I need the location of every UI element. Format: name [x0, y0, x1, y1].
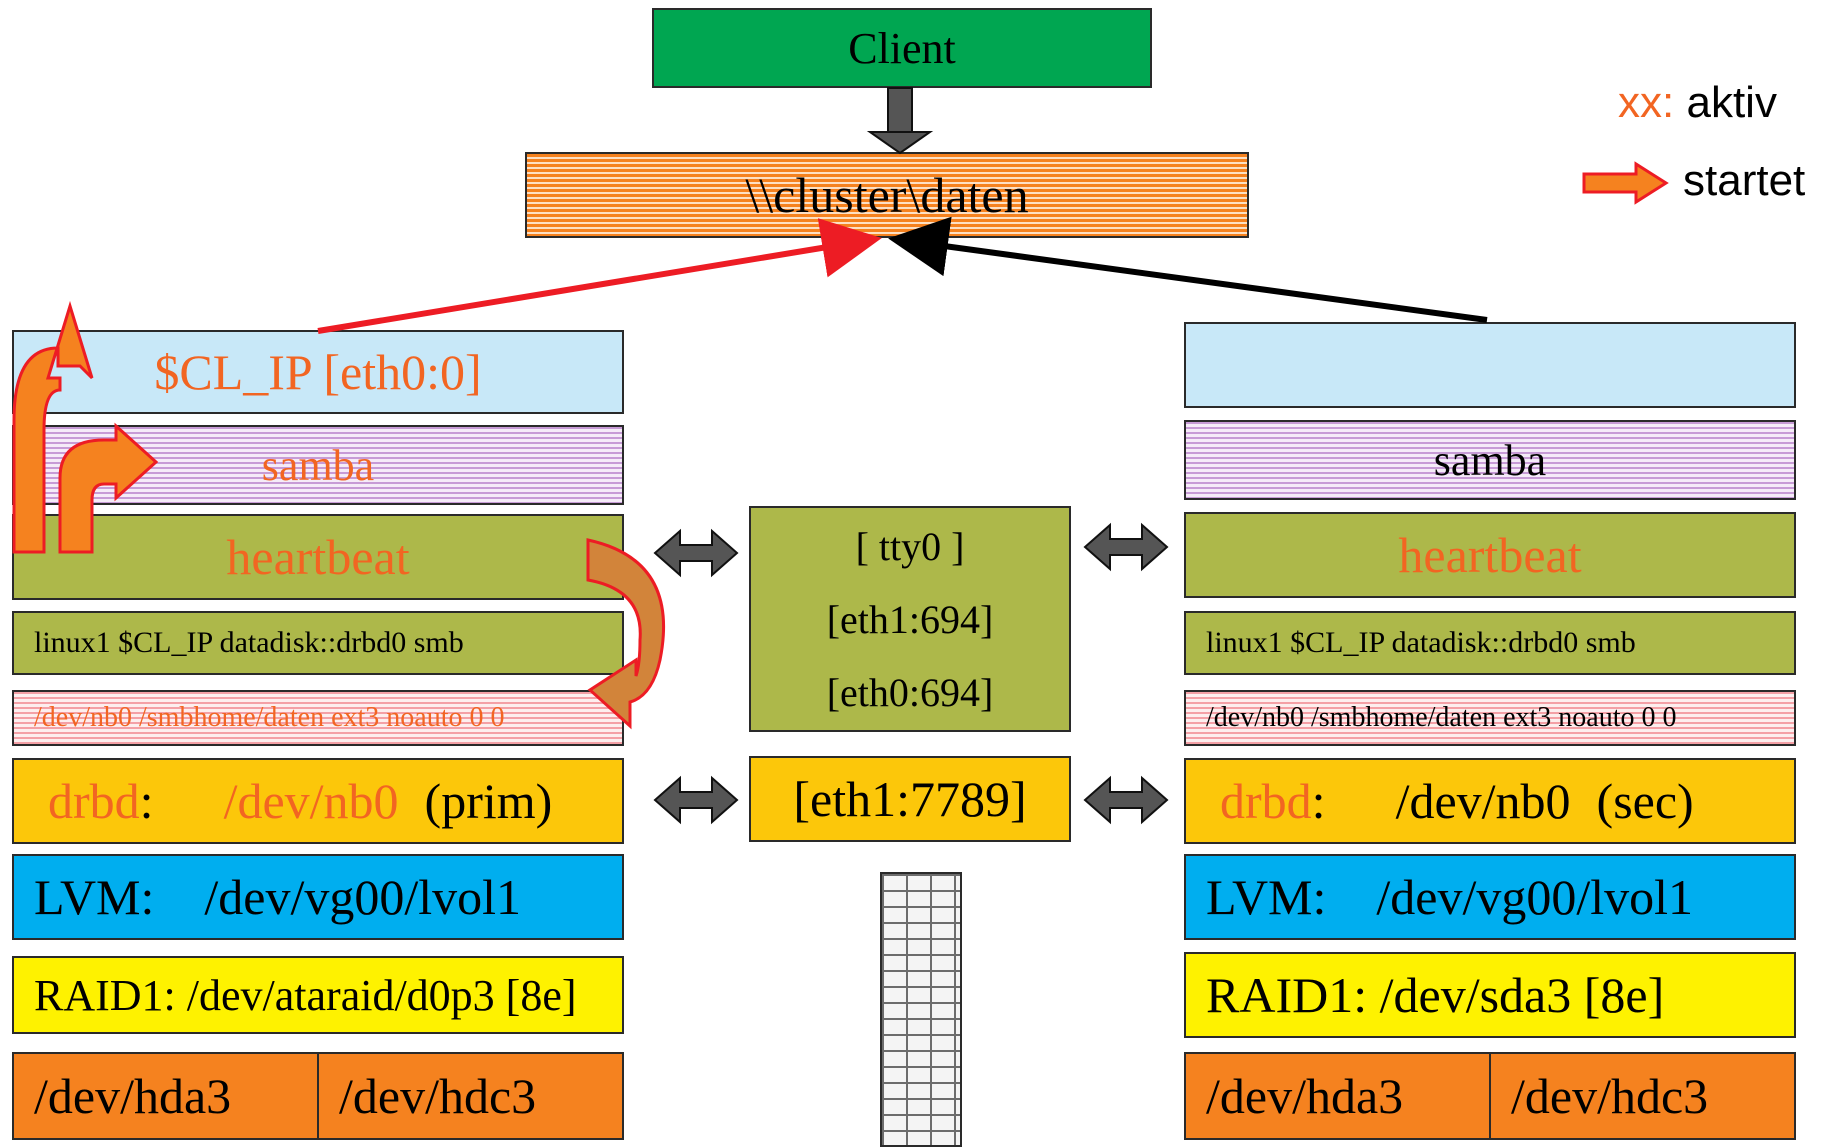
left-drbd-double-arrow-icon	[653, 775, 739, 825]
left-ip-label: $CL_IP [eth0:0]	[154, 344, 482, 400]
left-ip-box: $CL_IP [eth0:0]	[12, 330, 624, 414]
right-ip-to-share-arrow-icon	[888, 216, 1488, 323]
legend-active-marker: xx:	[1618, 78, 1675, 127]
right-heartbeat-double-arrow-icon	[1083, 522, 1169, 572]
right-drbd-role: (sec)	[1596, 773, 1694, 829]
right-haresources-box: linux1 $CL_IP datadisk::drbd0 smb	[1184, 611, 1796, 675]
drbd-link-label: [eth1:7789]	[793, 771, 1027, 827]
right-fstab-box: /dev/nb0 /smbhome/daten ext3 noauto 0 0	[1184, 690, 1796, 746]
heartbeat-starts-samba-arrow-icon	[58, 422, 159, 554]
left-drbd-colon: :	[139, 773, 154, 829]
left-lvm-label: LVM: /dev/vg00/lvol1	[34, 869, 522, 925]
share-label: \\cluster\daten	[745, 167, 1029, 223]
left-fstab-label: /dev/nb0 /smbhome/daten ext3 noauto 0 0	[34, 702, 505, 733]
right-drbd-box: drbd : /dev/nb0 (sec)	[1184, 758, 1796, 844]
client-label: Client	[848, 23, 956, 73]
left-fstab-box: /dev/nb0 /smbhome/daten ext3 noauto 0 0	[12, 690, 624, 746]
right-disk-b-box: /dev/hdc3	[1489, 1052, 1796, 1140]
right-disk-a-box: /dev/hda3	[1184, 1052, 1491, 1140]
left-heartbeat-label: heartbeat	[226, 529, 410, 585]
legend-active-label: aktiv	[1686, 78, 1777, 127]
left-drbd-box: drbd : /dev/nb0 (prim)	[12, 758, 624, 844]
left-disk-a-box: /dev/hda3	[12, 1052, 319, 1140]
heartbeat-link-eth1: [eth1:694]	[826, 596, 994, 642]
left-drbd-device: /dev/nb0	[223, 773, 399, 829]
firewall-wall	[880, 872, 962, 1147]
client-box: Client	[652, 8, 1152, 88]
left-lvm-box: LVM: /dev/vg00/lvol1	[12, 854, 624, 940]
right-heartbeat-label: heartbeat	[1398, 527, 1582, 583]
share-box: \\cluster\daten	[525, 152, 1249, 238]
right-drbd-label: drbd	[1220, 773, 1312, 829]
left-haresources-label: linux1 $CL_IP datadisk::drbd0 smb	[34, 626, 464, 659]
heartbeat-link-eth0: [eth0:694]	[826, 669, 994, 715]
right-samba-label: samba	[1433, 435, 1547, 485]
right-lvm-box: LVM: /dev/vg00/lvol1	[1184, 854, 1796, 940]
right-drbd-device: /dev/nb0	[1395, 773, 1571, 829]
right-raid-box: RAID1: /dev/sda3 [8e]	[1184, 952, 1796, 1038]
legend-started-arrow-icon	[1582, 161, 1669, 205]
left-ip-to-share-arrow-icon	[317, 218, 882, 334]
right-fstab-label: /dev/nb0 /smbhome/daten ext3 noauto 0 0	[1206, 702, 1677, 733]
heartbeat-links-box: [ tty0 ] [eth1:694] [eth0:694]	[749, 506, 1071, 732]
left-heartbeat-double-arrow-icon	[653, 528, 739, 578]
right-disk-b-label: /dev/hdc3	[1511, 1068, 1709, 1124]
legend-active: xx: aktiv	[1618, 78, 1777, 128]
left-raid-label: RAID1: /dev/ataraid/d0p3 [8e]	[34, 970, 577, 1020]
heartbeat-starts-drbd-arrow-icon	[586, 538, 665, 730]
right-ip-box	[1184, 322, 1796, 408]
right-drbd-double-arrow-icon	[1083, 775, 1169, 825]
heartbeat-starts-ip-arrow-icon	[12, 300, 94, 554]
right-drbd-colon: :	[1311, 773, 1326, 829]
right-heartbeat-box: heartbeat	[1184, 512, 1796, 598]
left-disk-a-label: /dev/hda3	[34, 1068, 232, 1124]
left-raid-box: RAID1: /dev/ataraid/d0p3 [8e]	[12, 956, 624, 1034]
right-samba-box: samba	[1184, 420, 1796, 500]
left-drbd-role: (prim)	[424, 773, 553, 829]
right-haresources-label: linux1 $CL_IP datadisk::drbd0 smb	[1206, 626, 1636, 659]
right-disk-a-label: /dev/hda3	[1206, 1068, 1404, 1124]
drbd-link-box: [eth1:7789]	[749, 756, 1071, 842]
right-lvm-label: LVM: /dev/vg00/lvol1	[1206, 869, 1694, 925]
left-heartbeat-box: heartbeat	[12, 514, 624, 600]
heartbeat-link-tty: [ tty0 ]	[855, 523, 965, 569]
left-disk-b-label: /dev/hdc3	[339, 1068, 537, 1124]
legend-started-label: startet	[1683, 156, 1806, 205]
left-samba-label: samba	[261, 440, 375, 490]
right-raid-label: RAID1: /dev/sda3 [8e]	[1206, 967, 1665, 1023]
client-down-arrow-icon	[866, 87, 934, 155]
left-drbd-label: drbd	[48, 773, 140, 829]
left-haresources-box: linux1 $CL_IP datadisk::drbd0 smb	[12, 611, 624, 675]
left-disk-b-box: /dev/hdc3	[317, 1052, 624, 1140]
